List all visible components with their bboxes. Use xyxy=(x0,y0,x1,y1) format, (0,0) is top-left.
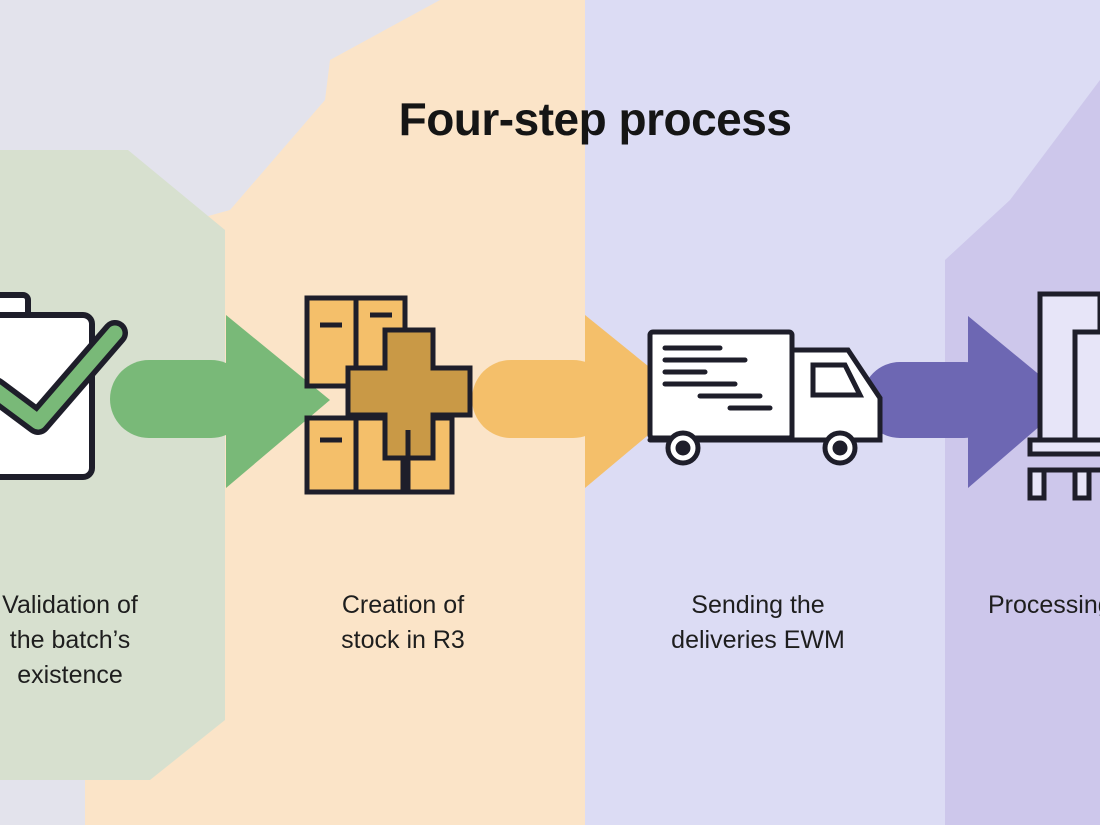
step-1-label-line2: the batch’s xyxy=(9,626,131,654)
pallet-boxes-icon xyxy=(1027,291,1100,501)
step-3-label: Sending the deliveries EWM xyxy=(628,588,888,658)
delivery-truck-icon xyxy=(647,329,883,466)
arrow-step3-to-step4 xyxy=(862,316,1070,488)
panel-green xyxy=(0,150,225,780)
arrow-step2-to-step3 xyxy=(472,315,690,488)
arrow-step1-to-step2 xyxy=(110,315,330,488)
step-1-label: Validation of the batch’s existence xyxy=(0,588,200,693)
step-1-label-line1: Validation of xyxy=(2,591,138,619)
boxes-plus-icon xyxy=(304,295,473,495)
step-4-label: Processing xyxy=(988,588,1100,623)
step-2-label-line2: stock in R3 xyxy=(341,626,465,654)
step-4-label-line1: Processing xyxy=(988,591,1100,619)
step-1-label-line3: existence xyxy=(17,661,123,689)
diagram-title: Four-step process xyxy=(398,93,792,145)
step-2-label-line1: Creation of xyxy=(341,591,465,619)
panel-purple xyxy=(945,80,1100,825)
clipboard-check-icon xyxy=(0,292,128,480)
step-3-label-line2: deliveries EWM xyxy=(671,626,845,654)
step-2-label: Creation of stock in R3 xyxy=(273,588,533,658)
step-3-label-line1: Sending the xyxy=(691,591,825,619)
